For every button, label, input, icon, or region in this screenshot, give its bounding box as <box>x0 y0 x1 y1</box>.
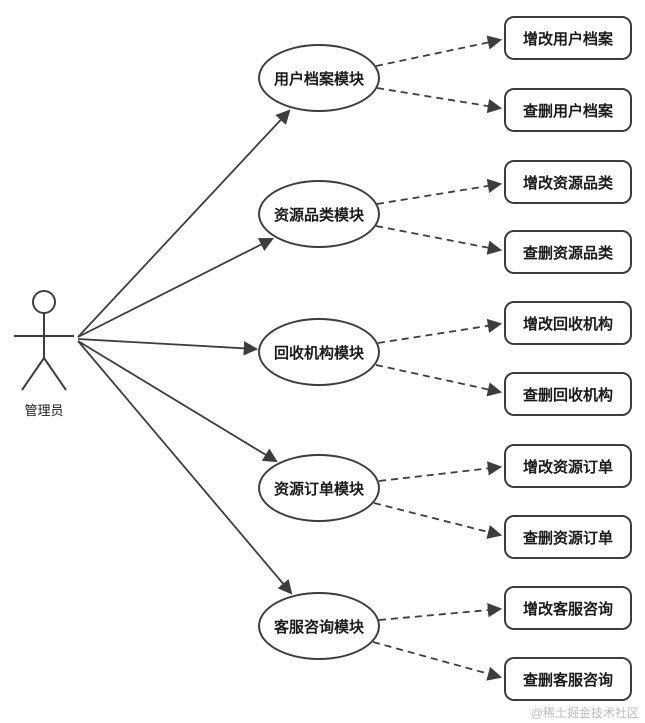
usecase-label: 用户档案模块 <box>273 70 364 88</box>
actor-to-module-arrows <box>77 109 293 595</box>
dashed-arrow <box>375 35 503 67</box>
usecase-label: 回收机构模块 <box>273 344 364 362</box>
action-label: 查删资源订单 <box>522 529 613 547</box>
action-label: 查删用户档案 <box>522 102 613 120</box>
dashed-arrow <box>376 178 503 205</box>
solid-arrow <box>77 340 293 595</box>
dashed-arrow <box>373 502 503 539</box>
action-query-delete-service-consult: 查删客服咨询 <box>504 657 632 701</box>
action-label: 增改客服咨询 <box>522 600 613 618</box>
usecase-resource-order-module: 资源订单模块 <box>258 454 380 522</box>
usecase-resource-category-module: 资源品类模块 <box>258 180 380 248</box>
usecase-label: 客服咨询模块 <box>273 618 364 636</box>
action-query-delete-resource-category: 查删资源品类 <box>504 230 632 274</box>
solid-arrow <box>77 109 291 338</box>
dashed-arrow <box>376 87 503 114</box>
dashed-arrow <box>375 364 503 397</box>
action-query-delete-user-profile: 查删用户档案 <box>504 88 632 132</box>
action-query-delete-resource-order: 查删资源订单 <box>504 515 632 559</box>
actor-leg-left <box>21 357 45 391</box>
actor-head <box>32 290 56 314</box>
action-label: 增改资源品类 <box>522 174 613 192</box>
action-label: 查删客服咨询 <box>522 671 613 689</box>
usecase-label: 资源订单模块 <box>273 480 364 498</box>
usecase-user-profile-module: 用户档案模块 <box>258 44 380 112</box>
action-label: 查删资源品类 <box>522 244 613 262</box>
watermark-text: @稀土掘金技术社区 <box>530 706 639 720</box>
dashed-arrow <box>378 461 503 482</box>
usecase-recycle-org-module: 回收机构模块 <box>258 318 380 386</box>
solid-arrow <box>77 340 278 463</box>
actor-label: 管理员 <box>24 403 64 418</box>
usecase-label: 资源品类模块 <box>273 206 364 224</box>
action-label: 增改资源订单 <box>522 458 613 476</box>
usecase-service-consult-module: 客服咨询模块 <box>258 592 380 660</box>
solid-arrow <box>77 238 274 338</box>
action-label: 查删回收机构 <box>522 386 613 404</box>
dashed-arrow <box>378 602 503 621</box>
dashed-arrow <box>372 641 503 681</box>
action-add-edit-resource-category: 增改资源品类 <box>504 160 632 204</box>
module-to-action-arrows <box>372 35 503 681</box>
action-add-edit-resource-order: 增改资源订单 <box>504 444 632 488</box>
actor-leg-right <box>43 357 67 391</box>
action-add-edit-user-profile: 增改用户档案 <box>504 16 632 60</box>
action-add-edit-recycle-org: 增改回收机构 <box>504 301 632 345</box>
action-query-delete-recycle-org: 查删回收机构 <box>504 372 632 416</box>
actor-figure <box>14 290 74 391</box>
dashed-arrow <box>377 318 503 344</box>
action-add-edit-service-consult: 增改客服咨询 <box>504 586 632 630</box>
solid-arrow <box>77 338 259 356</box>
dashed-arrow <box>375 225 503 255</box>
action-label: 增改用户档案 <box>522 30 613 48</box>
action-label: 增改回收机构 <box>522 315 613 333</box>
